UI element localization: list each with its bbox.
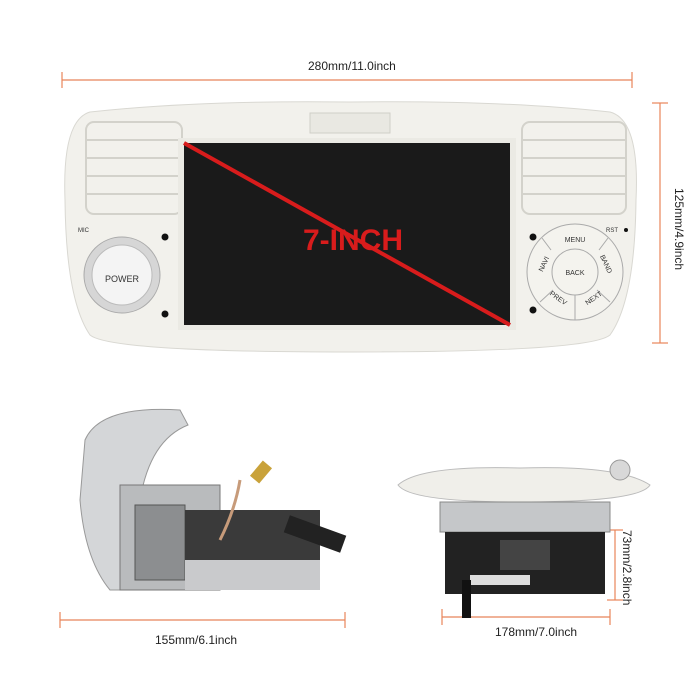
height-label: 125mm/4.9inch: [672, 188, 686, 271]
screen-size-label: 7-INCH: [303, 224, 403, 257]
rear-view: [397, 459, 651, 618]
dimension-lines: [59, 72, 668, 628]
side-view: [79, 408, 347, 591]
rst-label[interactable]: RST: [606, 228, 618, 234]
front-unit: [64, 101, 637, 353]
menu-button[interactable]: MENU: [565, 237, 586, 244]
mic-label: MIC: [78, 228, 90, 234]
rear-width-label: 178mm/7.0inch: [495, 625, 578, 639]
diagonal-line: [183, 141, 511, 327]
button-cluster: [526, 223, 624, 321]
back-button[interactable]: BACK: [565, 270, 584, 277]
width-label: 280mm/11.0inch: [308, 59, 396, 73]
rear-height-label: 73mm/2.8inch: [620, 530, 634, 606]
power-label: POWER: [105, 274, 140, 284]
depth-label: 155mm/6.1inch: [155, 633, 238, 647]
right-vent: [521, 121, 627, 215]
